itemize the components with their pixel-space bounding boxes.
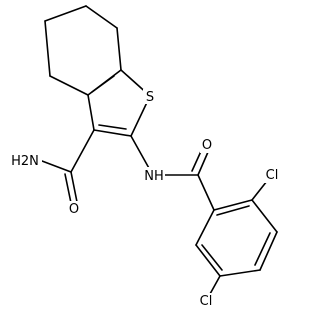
carboxamide-nitrogen-label: H2N <box>11 154 39 169</box>
bond-c7a-c3a-double <box>91 75 115 93</box>
bond-ar-double-3 <box>201 244 223 271</box>
chlorine-meta-label: Cl <box>200 294 213 309</box>
bond-ar-cl-meta <box>209 275 221 295</box>
chlorine-ortho-label: Cl <box>266 168 279 183</box>
bond-ar-double-2 <box>254 232 271 266</box>
bond-ar-c6-c1 <box>195 209 215 246</box>
bond-carbonyl-o-b <box>64 173 72 204</box>
bond-c2-c3 <box>93 129 132 137</box>
bond-ar-c2-c3 <box>251 199 278 233</box>
bond-ring-c1-c2 <box>44 5 87 22</box>
bond-amide-co-a <box>197 151 209 176</box>
bond-ring-c2-c3 <box>85 5 118 29</box>
bond-ar-cl-ortho <box>251 180 268 201</box>
amide-nitrogen-label: NH <box>144 169 164 184</box>
sulfur-label: S <box>146 90 154 105</box>
bond-carbonyl-nh2 <box>41 160 72 173</box>
bond-c3-carbonyl <box>70 129 95 173</box>
bond-ar-c3-c4 <box>259 231 278 271</box>
amide-oxygen-label: O <box>202 138 212 153</box>
bond-c3-c3a <box>87 94 95 131</box>
amide-oxygen-atom: O <box>200 137 214 153</box>
bond-carbonyl-aryl <box>197 174 215 211</box>
chlorine-meta-atom: Cl <box>196 293 216 309</box>
bond-ar-double-1 <box>216 205 250 216</box>
amide-nitrogen-atom: NH <box>143 167 165 184</box>
bond-ring-c3-c7a <box>116 27 122 71</box>
bond-ar-c4-c5 <box>219 269 261 277</box>
carboxamide-nitrogen-atom: H2N <box>8 152 42 169</box>
bond-c2-nh <box>130 135 151 171</box>
carboxamide-oxygen-atom: O <box>67 201 81 217</box>
bond-carbonyl-o-a <box>70 171 78 203</box>
bonds <box>41 5 278 295</box>
bond-ar-c1-c2 <box>213 199 253 211</box>
molecule-structure: S H2N O NH O Cl Cl <box>8 5 282 309</box>
atom-labels: S H2N O NH O Cl Cl <box>8 89 282 309</box>
carboxamide-oxygen-label: O <box>69 202 79 217</box>
bond-ar-c5-c6 <box>195 244 221 277</box>
bond-c2-c3-double <box>98 124 127 130</box>
sulfur-atom: S <box>143 89 157 105</box>
bond-ring-c3a-c4 <box>49 75 89 96</box>
chlorine-ortho-atom: Cl <box>262 167 282 183</box>
bond-ring-c4-c1 <box>44 20 51 77</box>
